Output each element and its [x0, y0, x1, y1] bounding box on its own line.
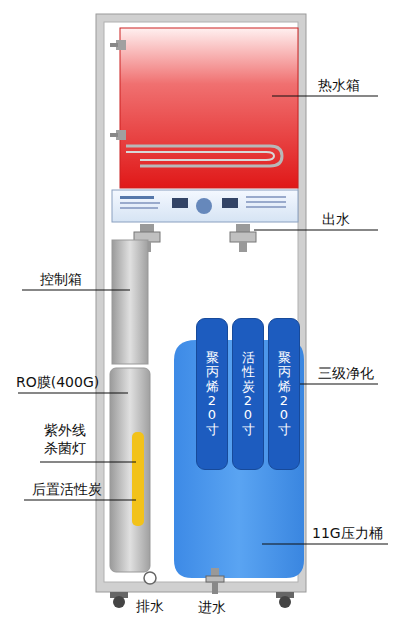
part-label: RO膜(400G)	[16, 373, 99, 391]
filter-cartridge: 聚丙烯20寸	[268, 318, 300, 470]
cartridge-label: 聚丙烯20寸	[206, 351, 219, 437]
part-label: 控制箱	[40, 270, 82, 288]
part-label: 后置活性炭	[32, 480, 102, 498]
filter-cartridge: 活性炭20寸	[232, 318, 264, 470]
part-label: 出水	[322, 210, 350, 228]
filter-cartridge: 聚丙烯20寸	[196, 318, 228, 470]
part-label: 11G压力桶	[312, 524, 383, 542]
part-label: 紫外线 杀菌灯	[44, 421, 92, 457]
cartridge-label: 聚丙烯20寸	[278, 351, 291, 437]
part-label: 热水箱	[318, 76, 360, 94]
part-label: 进水	[198, 598, 226, 616]
part-label: 三级净化	[318, 364, 374, 382]
part-label: 排水	[136, 597, 164, 615]
cartridge-label: 活性炭20寸	[242, 351, 255, 437]
